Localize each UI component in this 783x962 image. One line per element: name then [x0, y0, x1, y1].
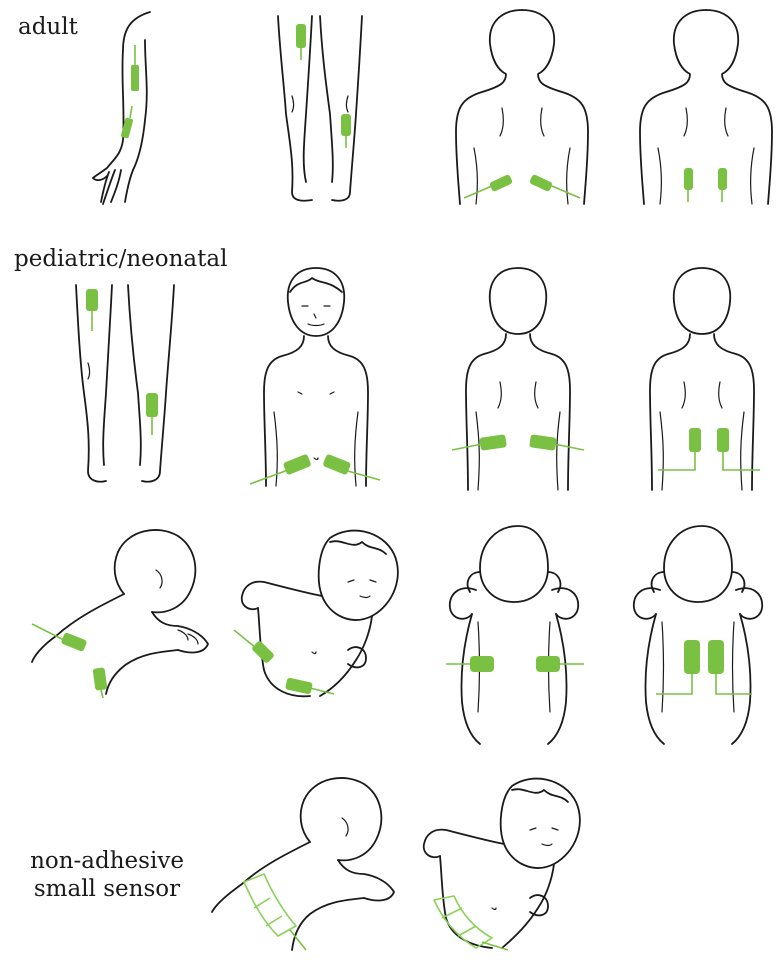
adult-arm-figure: [85, 10, 175, 210]
pediatric-back-vertical-figure: [632, 262, 772, 492]
infant-side-upper-sensor: [32, 624, 87, 652]
label-line-1: non-adhesive: [22, 848, 192, 876]
label-pediatric-neonatal: pediatric/neonatal: [14, 246, 227, 274]
label-non-adhesive-small-sensor: non-adhesive small sensor: [22, 848, 192, 903]
adult-back-angled-figure: [452, 8, 592, 208]
infant-supine-figure: [230, 520, 405, 700]
nonadhesive-prone-band: [244, 874, 306, 950]
pediatric-front-figure: [248, 262, 383, 492]
back-left-angled-sensor: [464, 174, 513, 198]
ped-front-right-sensor: [322, 454, 380, 480]
arm-forearm-sensor: [121, 106, 134, 139]
infant-back-left-vertical-sensor: [656, 640, 700, 694]
ped-thigh-sensor: [86, 289, 98, 331]
infant-supine-lower-sensor: [285, 677, 334, 694]
infant-prone-figure: [28, 522, 213, 697]
adult-back-vertical-figure: [636, 8, 776, 208]
infant-back-vertical-figure: [624, 522, 779, 747]
pediatric-back-horizontal-figure: [448, 262, 588, 492]
calf-sensor: [341, 114, 351, 148]
nonadhesive-prone-figure: [208, 770, 403, 955]
infant-supine-upper-sensor: [234, 630, 275, 664]
arm-upper-sensor: [131, 45, 139, 91]
nonadhesive-supine-band: [434, 896, 508, 950]
back-right-vertical-sensor: [718, 168, 727, 202]
ped-calf-sensor: [146, 393, 158, 435]
label-line-2: small sensor: [22, 876, 192, 904]
back-left-vertical-sensor: [684, 168, 693, 202]
adult-legs-figure: [270, 14, 370, 204]
infant-back-left-horizontal-sensor: [446, 656, 494, 672]
ped-back-left-vertical-sensor: [658, 428, 701, 470]
thigh-sensor: [296, 24, 306, 60]
pediatric-legs-figure: [70, 283, 180, 488]
infant-back-horizontal-figure: [440, 522, 595, 747]
ped-front-left-sensor: [250, 454, 312, 484]
infant-back-right-vertical-sensor: [708, 640, 752, 694]
back-right-angled-sensor: [529, 174, 580, 198]
label-adult: adult: [18, 14, 78, 42]
nonadhesive-supine-figure: [412, 768, 587, 953]
infant-back-right-horizontal-sensor: [536, 656, 584, 672]
